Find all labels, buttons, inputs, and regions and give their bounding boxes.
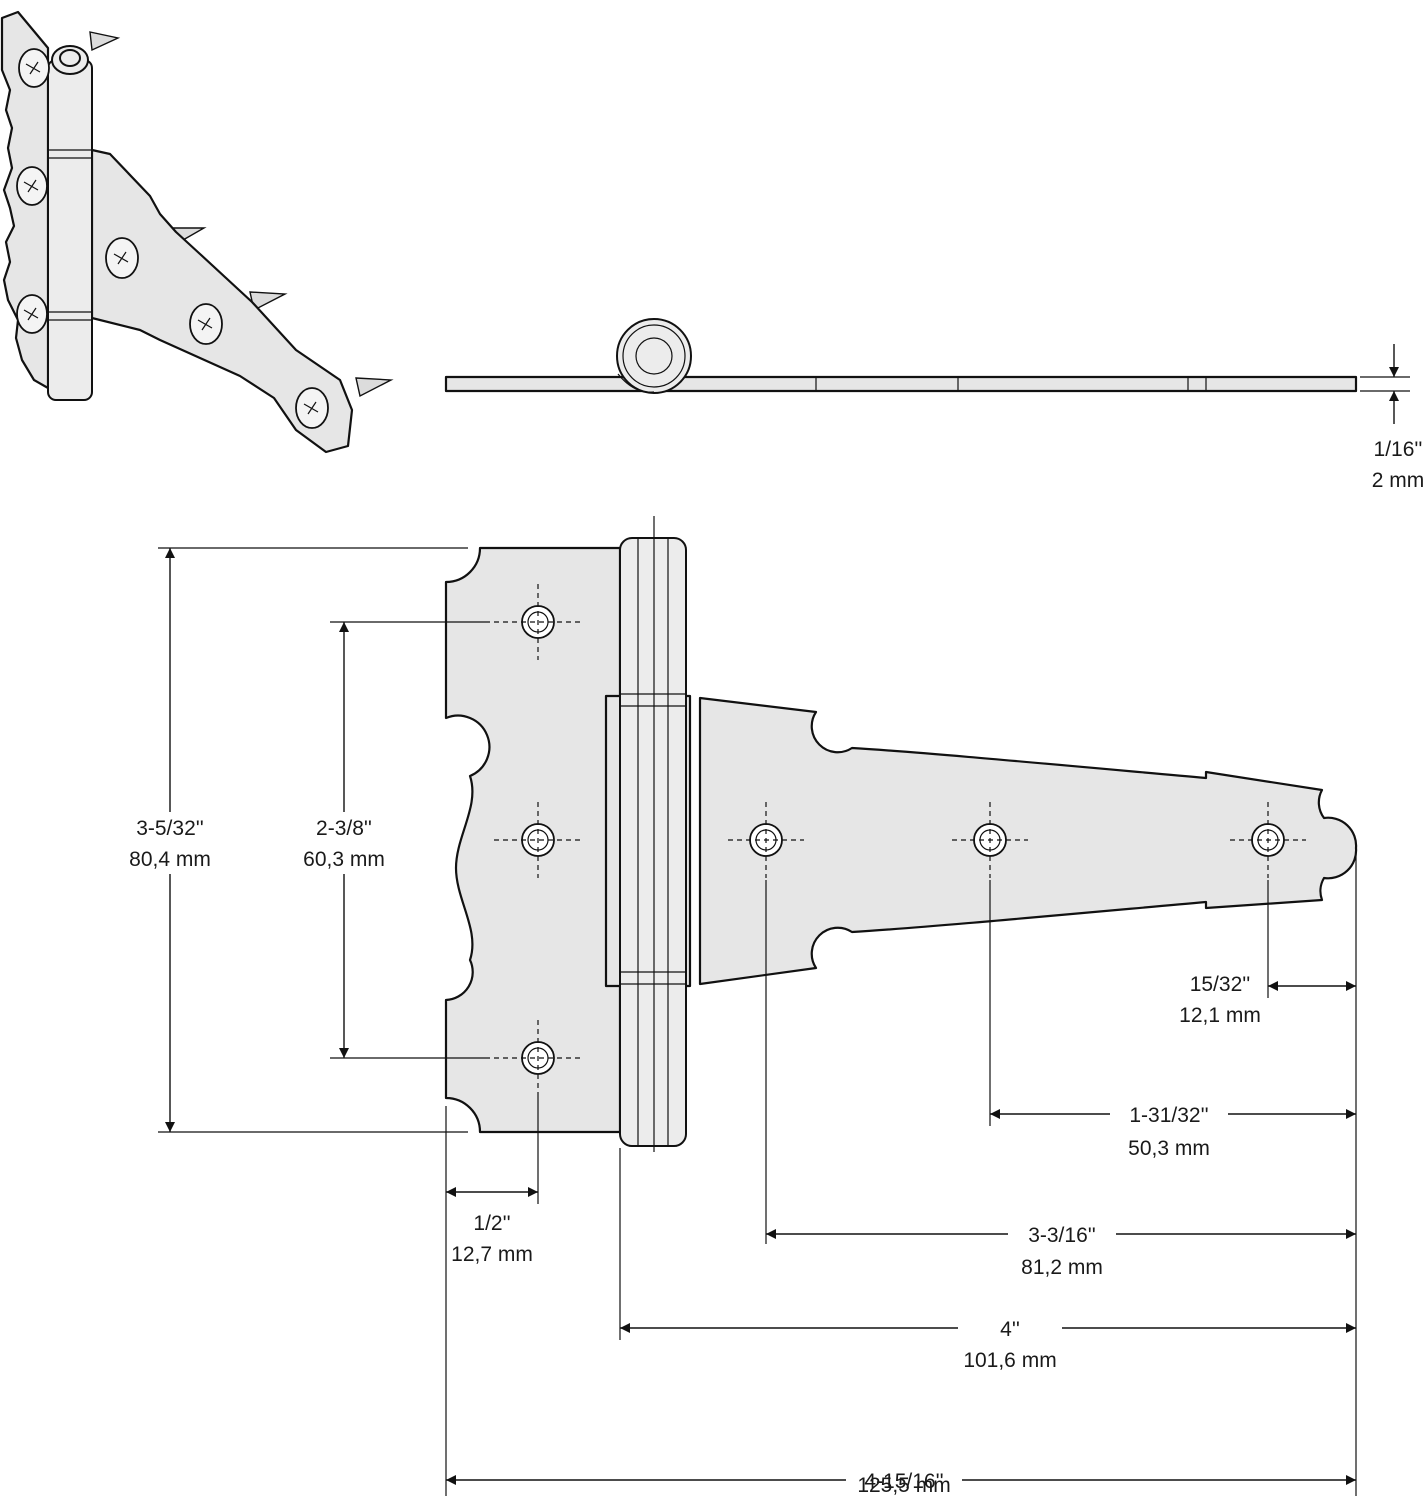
screw-head-icon <box>105 237 139 279</box>
hole-spacing-vertical-in: 2-3/8'' <box>316 817 372 840</box>
screw-hole <box>1230 802 1306 878</box>
dimension-edge-to-hole: 1/2'' 12,7 mm <box>446 1187 538 1266</box>
side-profile-view: 1/16'' 2 mm <box>444 318 1425 492</box>
dimension-end-hole-to-tip: 15/32'' 12,1 mm <box>1179 973 1356 1027</box>
dimension-overall-length: 4-15/16'' <box>446 1466 1356 1494</box>
isometric-pin-top-inner <box>59 49 81 67</box>
overall-length-in: 4-15/16'' <box>864 1470 943 1493</box>
isometric-strap-leaf <box>90 148 354 454</box>
strap-length-mm: 101,6 mm <box>963 1349 1056 1372</box>
screw-head-icon <box>16 294 48 334</box>
dimension-overall-height: 3-5/32'' 80,4 mm <box>112 548 230 1132</box>
edge-to-hole-mm: 12,7 mm <box>451 1243 533 1266</box>
isometric-hinge-view <box>0 10 394 454</box>
front-hinge-view <box>444 516 1358 1152</box>
middle-hole-to-tip-in: 1-31/32'' <box>1129 1104 1208 1127</box>
first-hole-to-tip-in: 3-3/16'' <box>1028 1224 1096 1247</box>
edge-to-hole-in: 1/2'' <box>473 1212 510 1235</box>
thickness-label-in: 1/16'' <box>1374 438 1423 461</box>
isometric-pin-barrel <box>47 59 93 401</box>
screw-head-icon <box>18 48 50 88</box>
overall-length-mm: 125,5 mm <box>857 1474 951 1497</box>
screw-head-icon <box>295 387 329 429</box>
screw-hole <box>952 802 1028 878</box>
strap-length-in: 4'' <box>1000 1318 1020 1341</box>
end-hole-to-tip-in: 15/32'' <box>1190 973 1251 996</box>
hole-spacing-vertical-mm: 60,3 mm <box>303 848 385 871</box>
dimension-middle-hole-to-tip: 1-31/32'' 50,3 mm <box>990 1100 1356 1160</box>
screw-tip <box>89 31 121 52</box>
middle-hole-to-tip-mm: 50,3 mm <box>1128 1137 1210 1160</box>
thickness-label-mm: 2 mm <box>1372 469 1425 492</box>
overall-height-in: 3-5/32'' <box>136 817 204 840</box>
dimension-hole-spacing-vertical: 2-3/8'' 60,3 mm <box>290 622 398 1058</box>
front-pin-barrel <box>619 537 687 1147</box>
screw-hole <box>494 584 582 660</box>
screw-head-icon <box>189 303 223 345</box>
overall-height-mm: 80,4 mm <box>129 848 211 871</box>
front-strap-leaf <box>698 696 1358 986</box>
first-hole-to-tip-mm: 81,2 mm <box>1021 1256 1103 1279</box>
screw-hole <box>494 1020 582 1096</box>
side-profile-plate <box>444 375 1358 393</box>
screw-tip <box>355 377 394 398</box>
screw-hole <box>494 802 582 878</box>
dimension-strap-length: 4'' 101,6 mm <box>620 1314 1356 1372</box>
screw-hole <box>728 802 804 878</box>
end-hole-to-tip-mm: 12,1 mm <box>1179 1004 1261 1027</box>
dimension-first-hole-to-tip: 3-3/16'' 81,2 mm <box>766 1220 1356 1279</box>
screw-head-icon <box>16 166 48 206</box>
side-profile-knuckle <box>616 318 692 394</box>
